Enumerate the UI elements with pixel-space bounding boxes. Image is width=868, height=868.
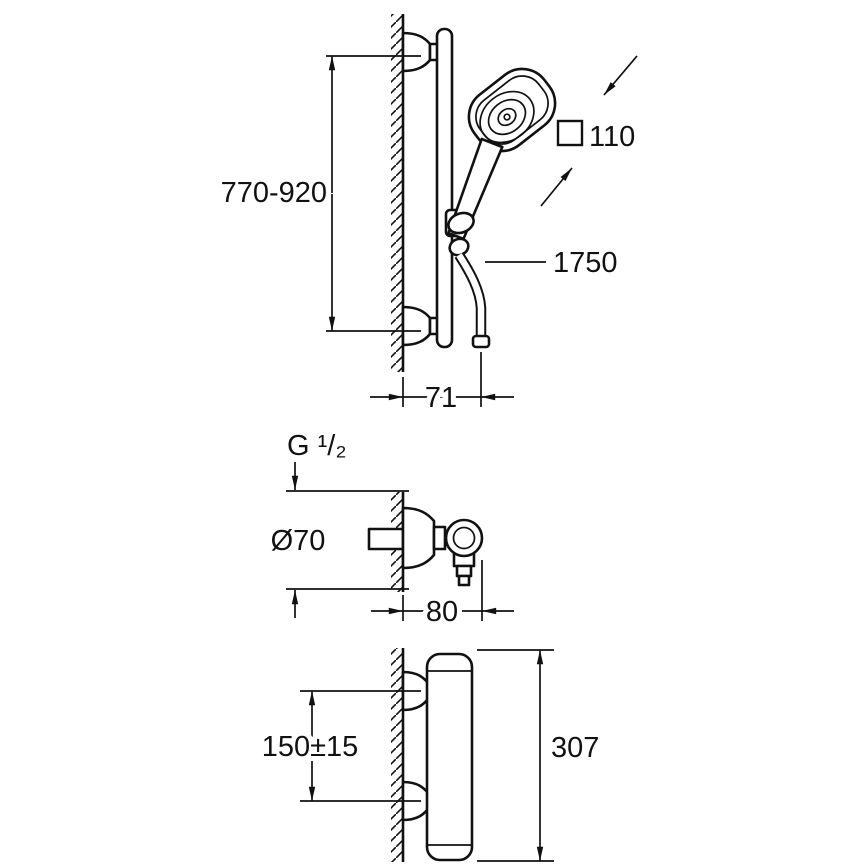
square-symbol-icon bbox=[556, 119, 584, 147]
slider-holder-ring bbox=[447, 211, 475, 235]
shower-rail-view: 770-920 110 1750 71 bbox=[221, 14, 638, 419]
union-knob bbox=[444, 518, 484, 558]
wall-hatching-bottom bbox=[391, 648, 403, 862]
wall-mount-bottom bbox=[401, 305, 432, 347]
wall-hatching bbox=[391, 14, 403, 372]
union-connector bbox=[432, 525, 447, 551]
shower-hose bbox=[454, 252, 491, 349]
dim-flange-diameter: Ø70 bbox=[266, 462, 409, 618]
dim-flange-diameter-label: Ø70 bbox=[271, 525, 326, 557]
dim-hose-length: 1750 bbox=[485, 247, 618, 279]
dim-thread: G ¹/₂ bbox=[287, 430, 347, 462]
dim-wall-offset-label: 71 bbox=[425, 382, 457, 414]
dim-hose-length-label: 1750 bbox=[553, 247, 618, 279]
shower-rail bbox=[435, 27, 454, 349]
supply-pipe-stub bbox=[367, 527, 405, 551]
dim-head-size: 110 bbox=[540, 55, 638, 207]
escutcheon bbox=[401, 506, 436, 570]
valve-view: G ¹/₂ Ø70 80 bbox=[266, 430, 514, 633]
hose-end-fitting bbox=[471, 334, 491, 349]
dim-valve-depth: 80 bbox=[371, 560, 514, 633]
dim-rail-height-label: 770-920 bbox=[221, 177, 327, 209]
dim-inlet-spacing-label: 150±15 bbox=[262, 731, 359, 763]
mixer-view: 150±15 307 bbox=[257, 648, 599, 862]
dim-thread-label: G ¹/₂ bbox=[287, 430, 347, 462]
outlet-tip bbox=[457, 574, 471, 587]
outlet-neck bbox=[455, 564, 473, 578]
dim-valve-depth-label: 80 bbox=[426, 596, 458, 628]
dim-inlet-spacing: 150±15 bbox=[257, 690, 421, 802]
thermostat-body bbox=[425, 652, 474, 862]
dim-body-length: 307 bbox=[477, 649, 599, 862]
union-knob-detail bbox=[452, 526, 476, 550]
spray-face bbox=[479, 90, 535, 144]
dim-wall-offset: 71 bbox=[370, 352, 514, 419]
dim-rail-height: 770-920 bbox=[221, 55, 421, 332]
dim-head-size-label: 110 bbox=[589, 121, 635, 153]
hand-shower bbox=[444, 67, 557, 257]
wall-mount-top bbox=[401, 31, 432, 73]
dim-body-length-label: 307 bbox=[551, 732, 599, 764]
